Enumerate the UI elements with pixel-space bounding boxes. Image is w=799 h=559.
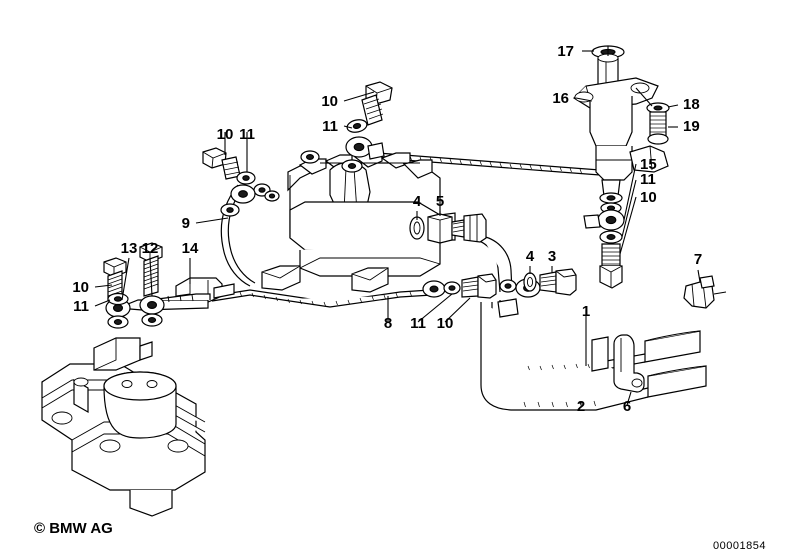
callout-4-right: 4 (526, 248, 535, 265)
callout-16: 16 (552, 90, 569, 107)
callout-18: 18 (683, 96, 700, 113)
callout-14: 14 (182, 240, 199, 257)
callout-11-top: 11 (322, 118, 338, 135)
warm-up-regulator (41, 337, 206, 517)
callout-6: 6 (623, 398, 631, 415)
callout-5-center: 5 (436, 193, 444, 210)
callout-12: 12 (142, 240, 159, 257)
callout-10-right: 10 (640, 189, 657, 206)
left-banjo-fittings (103, 242, 211, 329)
callout-7: 7 (694, 251, 702, 268)
callout-11-left: 11 (73, 298, 89, 315)
fuel-distributor (253, 150, 456, 293)
right-hose-fittings (523, 268, 577, 296)
callout-10-mid: 10 (217, 126, 234, 143)
callout-10-bot: 10 (437, 315, 454, 332)
callout-13: 13 (121, 240, 138, 257)
copyright-text: © BMW AG (34, 520, 113, 537)
lower-banjo-fittings (422, 273, 541, 318)
callout-11-bot: 11 (410, 315, 426, 332)
callout-11-right: 11 (640, 171, 656, 188)
fuel-pressure-regulator (573, 45, 670, 289)
callout-2: 2 (577, 398, 585, 415)
leader-lines (94, 46, 701, 406)
callout-8: 8 (384, 315, 392, 332)
callout-10-top: 10 (321, 93, 338, 110)
callout-labels: 10 11 10 11 9 14 13 12 10 11 4 5 8 11 10… (72, 43, 702, 415)
mid-banjo-fitting (202, 147, 256, 217)
hose-clamp-item7 (683, 275, 727, 309)
callout-4-center: 4 (413, 193, 422, 210)
callout-3: 3 (548, 248, 556, 265)
callout-1: 1 (582, 303, 590, 320)
callout-19: 19 (683, 118, 700, 135)
top-banjo-fitting (341, 81, 393, 173)
callout-15: 15 (640, 156, 657, 173)
distributor-outlet-fittings (409, 213, 487, 244)
callout-11-mid: 11 (239, 126, 255, 143)
footer: © BMW AG 00001854 (34, 520, 766, 552)
diagram-number: 00001854 (713, 540, 766, 552)
callout-9: 9 (182, 215, 190, 232)
callout-17: 17 (557, 43, 574, 60)
callout-10-left: 10 (72, 279, 89, 296)
